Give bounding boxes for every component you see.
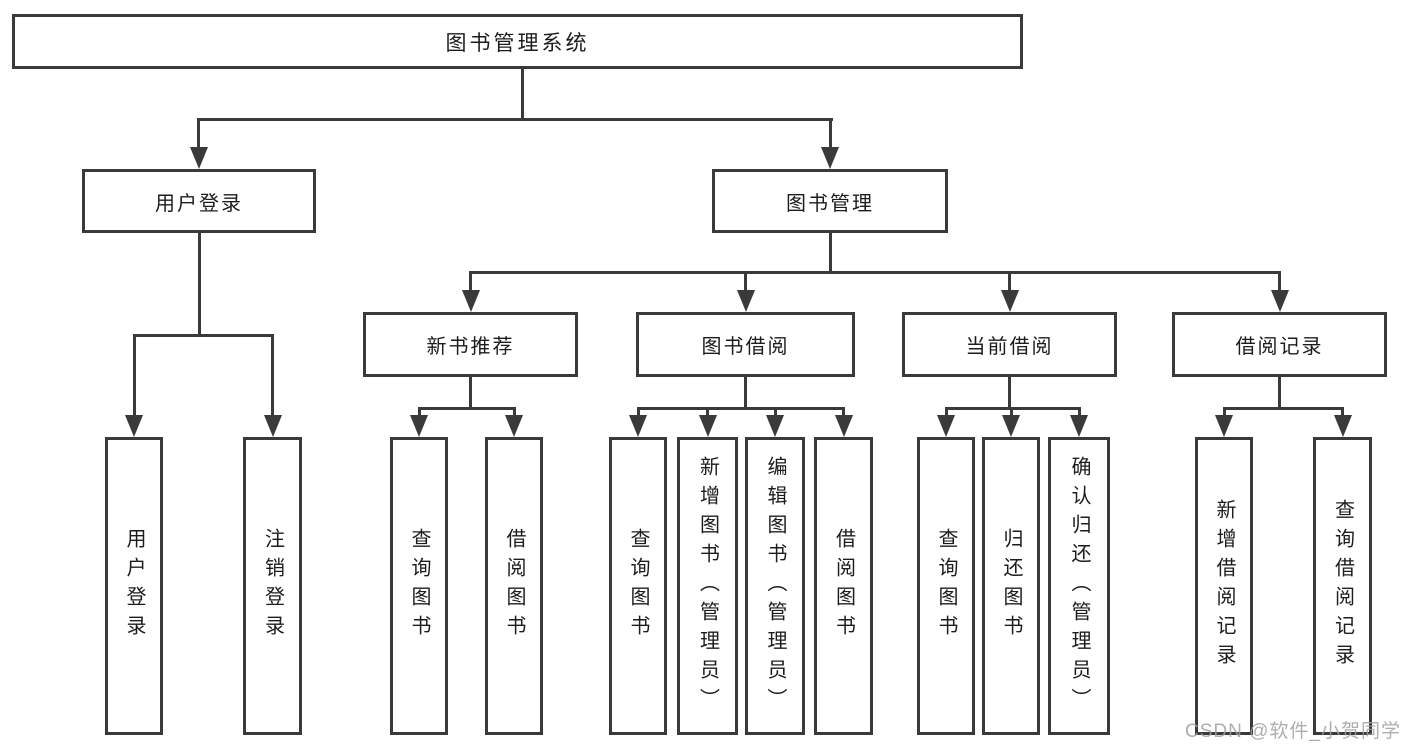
- leaf-query-book-1-label: 查询图书: [408, 528, 430, 644]
- connector-drop-line: [271, 334, 274, 417]
- connector-bar-line: [469, 271, 1281, 274]
- leaf-query-book-3-label: 查询图书: [935, 528, 957, 644]
- arrow-down-icon: [629, 415, 647, 437]
- connector-drop-line: [132, 334, 136, 417]
- connector-drop-line: [1077, 407, 1081, 417]
- leaf-user-login: 用户登录: [105, 437, 163, 735]
- connector-drop-line: [469, 271, 472, 292]
- leaf-query-book-1: 查询图书: [390, 437, 448, 735]
- arrow-down-icon: [1270, 290, 1289, 312]
- node-current-borrow: 当前借阅: [902, 312, 1117, 377]
- leaf-edit-book-admin: 编辑图书（管理员）: [745, 437, 805, 735]
- arrow-down-icon: [698, 415, 717, 437]
- leaf-confirm-return-admin: 确认归还（管理员）: [1048, 437, 1110, 735]
- connector-bar-line: [417, 407, 516, 410]
- arrow-down-icon: [1070, 415, 1088, 437]
- connector-drop-line: [512, 407, 516, 417]
- arrow-down-icon: [1333, 415, 1352, 437]
- leaf-borrow-book-1: 借阅图书: [485, 437, 543, 735]
- node-borrow-record: 借阅记录: [1172, 312, 1387, 377]
- node-current-borrow-label: 当前借阅: [965, 336, 1054, 358]
- connector-stem-line: [197, 233, 201, 337]
- arrow-down-icon: [189, 147, 208, 169]
- node-new-book-recommend: 新书推荐: [363, 312, 578, 377]
- connector-drop-line: [842, 407, 845, 417]
- connector-bar-line: [132, 334, 274, 337]
- connector-stem-line: [828, 233, 832, 274]
- connector-drop-line: [197, 118, 200, 149]
- connector-stem-line: [469, 377, 472, 410]
- arrow-down-icon: [125, 415, 143, 437]
- connector-stem-line: [1008, 377, 1011, 410]
- node-new-book-recommend-label: 新书推荐: [426, 336, 515, 358]
- arrow-down-icon: [834, 415, 853, 437]
- node-book-management: 图书管理: [712, 169, 948, 233]
- connector-drop-line: [417, 407, 421, 417]
- connector-drop-line: [828, 118, 832, 149]
- leaf-add-borrow-record: 新增借阅记录: [1195, 437, 1253, 735]
- connector-drop-line: [944, 407, 948, 417]
- leaf-add-borrow-record-label: 新增借阅记录: [1213, 499, 1235, 673]
- leaf-user-login-label: 用户登录: [123, 528, 145, 644]
- node-book-borrow-label: 图书借阅: [701, 336, 790, 358]
- leaf-add-book-admin: 新增图书（管理员）: [677, 437, 738, 735]
- leaf-return-book-label: 归还图书: [1000, 528, 1022, 644]
- leaf-query-book-3: 查询图书: [917, 437, 975, 735]
- leaf-borrow-book-2: 借阅图书: [814, 437, 873, 735]
- node-user-login-label: 用户登录: [155, 192, 243, 215]
- connector-drop-line: [744, 271, 747, 292]
- leaf-borrow-book-2-label: 借阅图书: [832, 528, 855, 644]
- arrow-down-icon: [1002, 415, 1020, 437]
- arrow-down-icon: [821, 147, 839, 169]
- node-borrow-record-label: 借阅记录: [1235, 336, 1324, 358]
- arrow-down-icon: [263, 415, 282, 437]
- connector-stem-line: [520, 69, 524, 121]
- connector-stem-line: [1278, 377, 1281, 410]
- arrow-down-icon: [461, 290, 480, 312]
- arrow-down-icon: [410, 415, 428, 437]
- leaf-edit-book-admin-label: 编辑图书（管理员）: [764, 455, 786, 717]
- connector-bar-line: [197, 118, 833, 121]
- connector-stem-line: [744, 377, 747, 410]
- connector-drop-line: [1008, 271, 1011, 292]
- connector-drop-line: [1341, 407, 1344, 417]
- leaf-logout: 注销登录: [243, 437, 302, 735]
- connector-drop-line: [773, 407, 777, 417]
- leaf-confirm-return-admin-label: 确认归还（管理员）: [1068, 455, 1090, 717]
- connector-bar-line: [636, 407, 845, 410]
- leaf-query-book-2: 查询图书: [609, 437, 667, 735]
- node-root: 图书管理系统: [12, 14, 1023, 69]
- arrow-down-icon: [736, 290, 755, 312]
- arrow-down-icon: [766, 415, 784, 437]
- leaf-logout-label: 注销登录: [261, 528, 284, 644]
- connector-bar-line: [944, 407, 1081, 410]
- connector-drop-line: [706, 407, 709, 417]
- connector-bar-line: [1222, 407, 1344, 410]
- arrow-down-icon: [937, 415, 955, 437]
- watermark: CSDN @软件_小贺同学: [1185, 721, 1401, 742]
- leaf-return-book: 归还图书: [982, 437, 1040, 735]
- arrow-down-icon: [1000, 290, 1019, 312]
- leaf-add-book-admin-label: 新增图书（管理员）: [696, 455, 719, 717]
- node-book-management-label: 图书管理: [786, 192, 874, 215]
- leaf-borrow-book-1-label: 借阅图书: [503, 528, 525, 644]
- connector-drop-line: [1222, 407, 1226, 417]
- node-user-login: 用户登录: [82, 169, 316, 233]
- arrow-down-icon: [1215, 415, 1233, 437]
- leaf-query-borrow-record: 查询借阅记录: [1313, 437, 1372, 735]
- arrow-down-icon: [505, 415, 523, 437]
- node-root-label: 图书管理系统: [445, 31, 590, 55]
- leaf-query-borrow-record-label: 查询借阅记录: [1331, 499, 1354, 673]
- node-book-borrow: 图书借阅: [636, 312, 855, 377]
- connector-drop-line: [1009, 407, 1013, 417]
- connector-drop-line: [636, 407, 640, 417]
- connector-drop-line: [1278, 271, 1281, 292]
- leaf-query-book-2-label: 查询图书: [627, 528, 649, 644]
